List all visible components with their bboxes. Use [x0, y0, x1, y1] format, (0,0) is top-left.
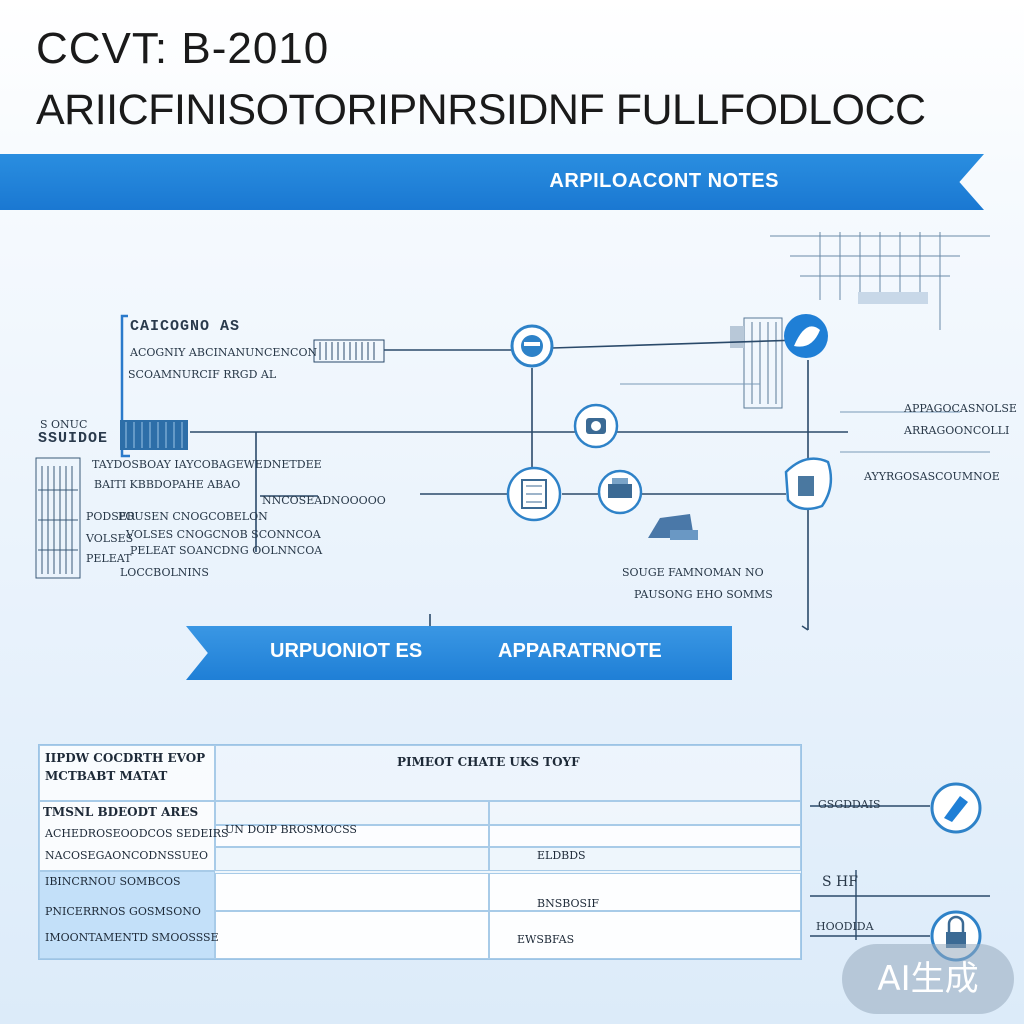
- printer-icon: [597, 469, 643, 515]
- right-label-1: APPAGOCASNOLSE: [904, 402, 1017, 415]
- vessel-icon: [784, 457, 833, 511]
- gear-icon: [510, 324, 554, 368]
- mid-right-machine-block: [730, 317, 783, 409]
- left-box-line-1: ACOGNIY ABCINANUNCENCON: [130, 346, 318, 359]
- table-cell: [489, 911, 801, 959]
- table-cell-text: EWSBFAS: [517, 933, 575, 946]
- barcode-block: [313, 339, 385, 363]
- right-table-label-2: S HF: [822, 874, 858, 890]
- mid-banner-left-label: URPUONIOT ES: [270, 640, 423, 662]
- connector-lines: [190, 339, 848, 631]
- side-label-a: S ONUC: [40, 418, 88, 431]
- left-box-bracket: [120, 314, 130, 458]
- table-header-left-2: MCTBABT MATAT: [45, 769, 168, 783]
- right-table-label-3: HOODIDA: [816, 920, 874, 933]
- table-row-label: PNICERRNOS GOSMSONO: [45, 905, 201, 918]
- table-cell: [215, 911, 489, 959]
- table-header-left-cell: [39, 745, 215, 801]
- block-line-4: POUSEN CNOGCOBELON: [118, 510, 268, 523]
- table-cell: [215, 873, 489, 911]
- device-icon: [506, 466, 562, 522]
- left-source-block: [120, 420, 188, 450]
- right-label-2: ARRAGOONCOLLI: [904, 424, 1010, 437]
- wrench-icon: [930, 782, 982, 834]
- right-label-3: AYYRGOSASCOUMNOE: [864, 470, 1000, 483]
- table-cell: [215, 847, 489, 871]
- block-line-7: LOCCBOLNINS: [120, 566, 209, 579]
- table-row-label-cell: [39, 801, 215, 871]
- top-section-banner: ARPILOACONT NOTES: [0, 154, 984, 210]
- lower-right-label-1: SOUGE FAMNOMAN NO: [622, 566, 764, 579]
- notes-table: IIPDW COCDRTH EVOP MCTBABT MATAT PIMEOT …: [38, 744, 802, 960]
- table-row-label: ACHEDROSEOODCOS SEDEIRS: [45, 827, 229, 840]
- block-line-2: BAITI KBBDOPAHE ABAO: [94, 478, 241, 491]
- side-word-3: PELEAT: [86, 552, 132, 565]
- block-line-1: TAYDOSBOAY IAYCOBAGEWEDNETDEE: [92, 458, 322, 471]
- table-row-label: IBINCRNOU SOMBCOS: [45, 875, 181, 888]
- leaf-icon: [784, 314, 828, 358]
- top-banner-label: ARPILOACONT NOTES: [549, 170, 779, 192]
- block-line-6: PELEAT SOANCDNG OOLNNCOA: [130, 544, 323, 557]
- table-header-left-1: IIPDW COCDRTH EVOP: [45, 751, 206, 765]
- mid-section-banner: URPUONIOT ES APPARATRNOTE: [186, 626, 732, 680]
- table-cell: [489, 873, 801, 911]
- table-cell: [489, 801, 801, 825]
- document-code-title: CCVT: B-2010: [36, 24, 330, 73]
- truck-icon: [648, 514, 698, 540]
- table-cell: [489, 825, 801, 847]
- side-label-b: SSUIDOE: [38, 430, 109, 447]
- left-hatched-block: [35, 457, 81, 579]
- camera-icon: [573, 403, 619, 449]
- side-word-2: VOLSES: [86, 532, 134, 545]
- table-cell-text: UN DOIP BROSMOCSS: [225, 823, 357, 836]
- side-word-1: PODSER: [86, 510, 136, 523]
- table-cell-text: BNSBOSIF: [537, 897, 600, 910]
- table-row-label: TMSNL BDEODT ARES: [43, 805, 199, 819]
- block-line-5: VOLSES CNOGCNOB SCONNCOA: [126, 528, 321, 541]
- table-header-main-cell: [215, 745, 801, 801]
- table-cell: [215, 825, 489, 847]
- table-cell-text: ELDBDS: [537, 849, 586, 862]
- table-row-label: IMOONTAMENTD SMOOSSSE: [45, 931, 219, 944]
- table-row-label-cell-blue: [39, 871, 215, 959]
- block-line-3: NNCOSEADNOOOOO: [262, 494, 386, 507]
- lower-right-label-2: PAUSONG EHO SOMMS: [634, 588, 773, 601]
- right-table-label-1: GSGDDAIS: [818, 798, 881, 811]
- document-main-title: ARIICFINISOTORIPNRSIDNF FULLFODLOCC: [36, 86, 926, 134]
- table-cell: [489, 847, 801, 871]
- ai-generated-watermark: AI生成: [842, 944, 1014, 1014]
- mid-banner-right-label: APPARATRNOTE: [498, 640, 662, 662]
- left-box-line-2: SCOAMNURCIF RRGD AL: [128, 368, 277, 381]
- left-box-title: CAICOGNO AS: [130, 318, 241, 335]
- table-cell: [215, 801, 489, 825]
- table-row-label: NACOSEGAONCODNSSUEO: [45, 849, 209, 862]
- table-header-main: PIMEOT CHATE UKS TOYF: [397, 755, 580, 769]
- top-right-hatched-block: [770, 232, 990, 330]
